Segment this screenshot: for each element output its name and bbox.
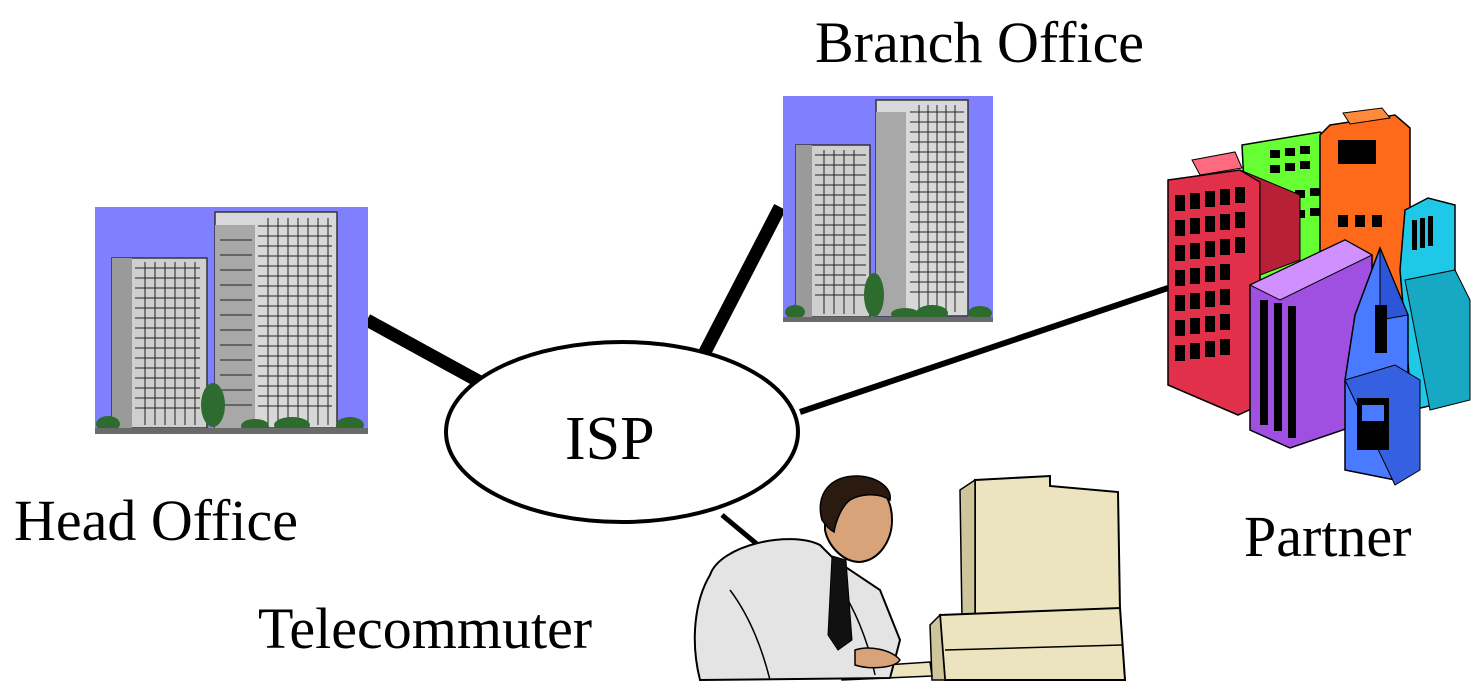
- edge-partner-isp: [799, 285, 1169, 415]
- head-office-image: [95, 207, 368, 434]
- isp-node: [444, 340, 800, 524]
- partner-label: Partner: [1244, 504, 1412, 569]
- branch-office-image: [783, 96, 993, 322]
- telecommuter-image: [693, 474, 1127, 681]
- branch-office-label: Branch Office: [815, 10, 1145, 75]
- isp-label: ISP: [565, 405, 655, 473]
- telecommuter-label: Telecommuter: [258, 596, 593, 661]
- partner-image: [1167, 107, 1471, 486]
- head-office-label: Head Office: [14, 488, 298, 553]
- edge-head-office-isp: [363, 314, 484, 388]
- edge-branch-office-isp: [699, 204, 786, 355]
